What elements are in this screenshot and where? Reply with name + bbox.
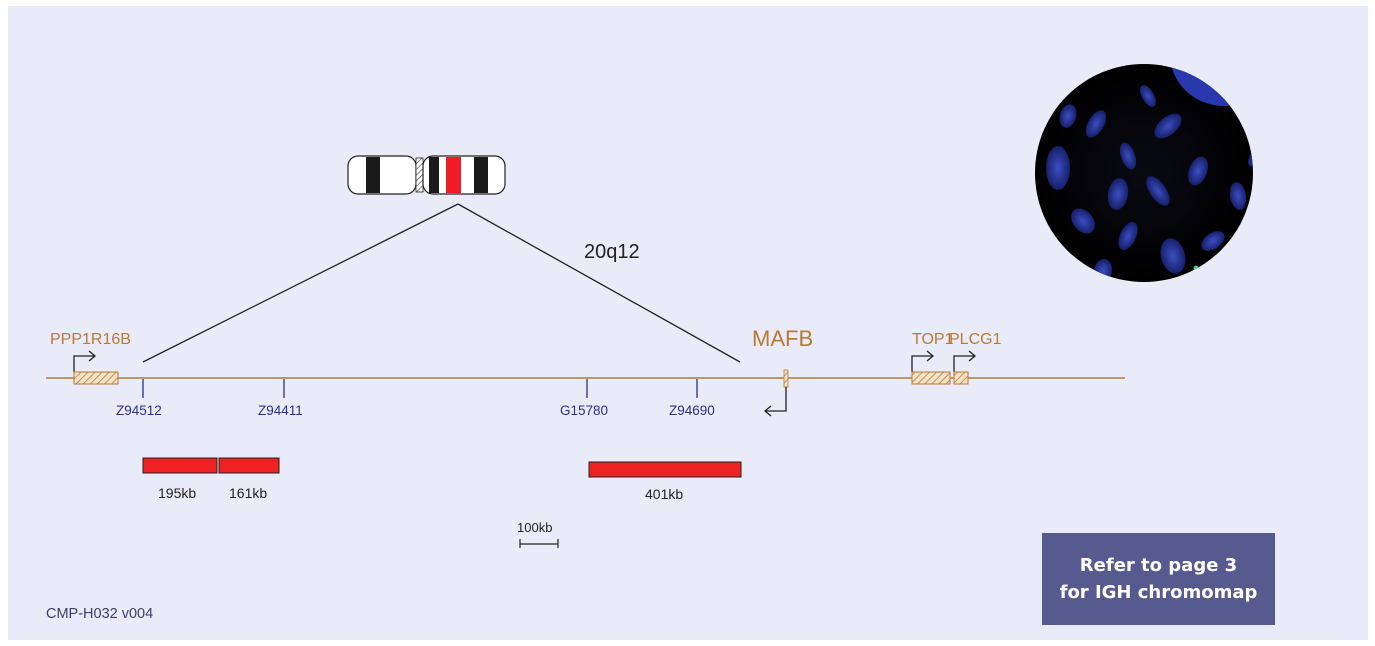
gene-label-ppp1r16b: PPP1R16B [50,331,131,348]
scale-bar-label: 100kb [517,520,552,535]
fish-micrograph [1035,64,1253,282]
refer-note-line-1: Refer to page 3 [1079,555,1238,576]
chromomap-diagram: 20q12 PPP1R16B MAFB TOP1 PLCG1 Z94512 Z9… [46,64,1253,548]
probe-195kb: 195kb [142,457,218,501]
marker-z94512: Z94512 [116,379,162,418]
arrow-right-icon [953,355,974,372]
diagram-canvas: 20q12 PPP1R16B MAFB TOP1 PLCG1 Z94512 Z9… [8,6,1368,640]
probe-size-label: 195kb [158,485,196,501]
scale-bar: 100kb [517,520,559,548]
marker-label: G15780 [560,403,608,418]
probe-401kb: 401kb [588,461,742,502]
gene-top1: TOP1 [911,331,954,385]
zoom-line-left [142,203,459,363]
gene-plcg1: PLCG1 [949,331,1002,385]
refer-note-box[interactable]: Refer to page 3 for IGH chromomap [1042,533,1275,625]
arrow-right-icon [911,355,932,372]
band-label: 20q12 [584,241,640,263]
probe-size-label: 401kb [645,486,683,502]
arrow-right-icon [73,355,94,372]
marker-g15780: G15780 [560,379,608,418]
gene-label-plcg1: PLCG1 [949,331,1002,348]
refer-note-line-2: for IGH chromomap [1059,582,1258,603]
product-code: CMP-H032 v004 [46,606,154,622]
gene-label-top1: TOP1 [912,331,954,348]
marker-label: Z94411 [258,403,303,418]
highlighted-band [446,157,461,193]
marker-label: Z94512 [116,403,162,418]
probe-161kb: 161kb [218,457,280,501]
gene-ppp1r16b: PPP1R16B [50,331,131,385]
zoom-line-right [457,203,741,363]
marker-z94690: Z94690 [669,379,715,418]
marker-z94411: Z94411 [258,379,303,418]
chromosome-ideogram [347,155,506,195]
arrow-left-icon [766,387,787,412]
probe-size-label: 161kb [229,485,267,501]
marker-label: Z94690 [669,403,715,418]
gene-mafb: MAFB [752,326,813,417]
gene-label-mafb: MAFB [752,326,813,351]
